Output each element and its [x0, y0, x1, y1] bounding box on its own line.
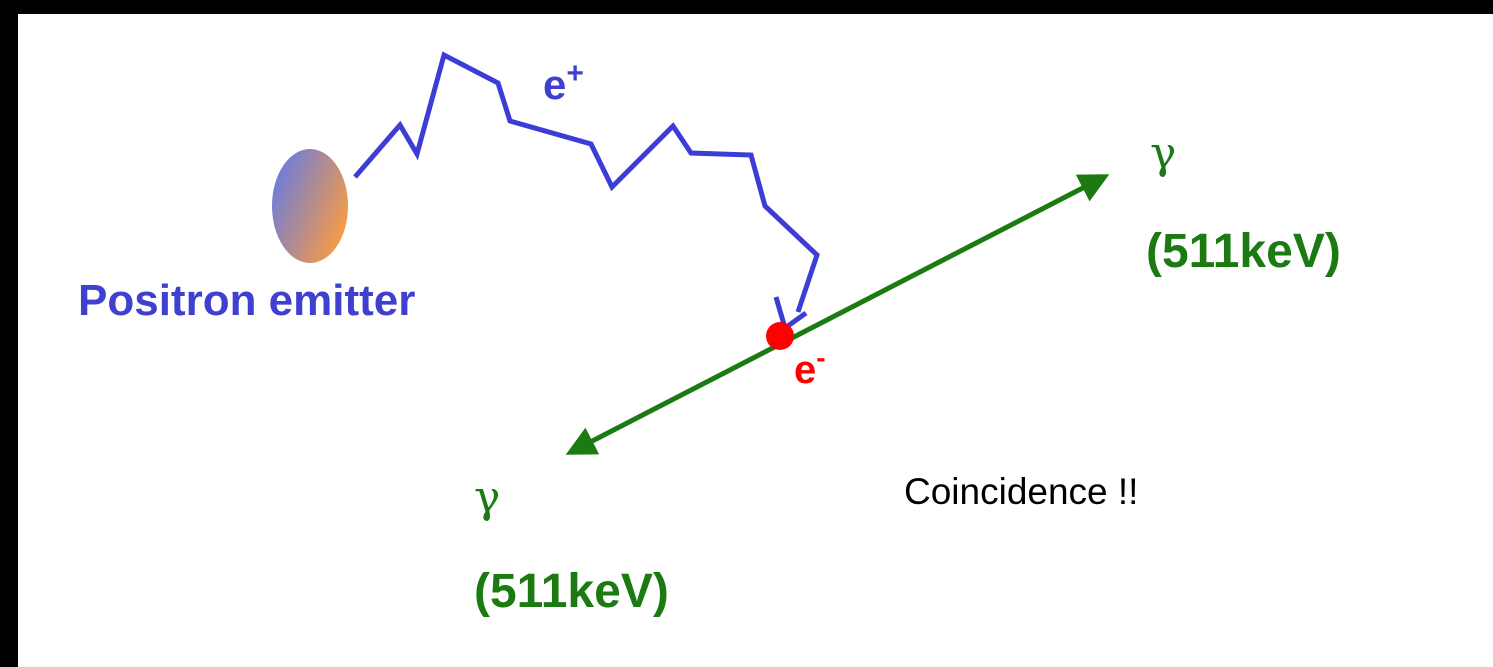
- electron-dot: [766, 322, 794, 350]
- positron-label: e+: [543, 64, 584, 106]
- coincidence-label: Coincidence !!: [904, 473, 1138, 510]
- gamma-symbol-left: γ: [474, 476, 500, 520]
- diagram-graphics: [18, 14, 1493, 667]
- gamma-line: [571, 177, 1104, 452]
- energy-label-left: (511keV): [474, 568, 669, 616]
- diagram-canvas: e+ Positron emitter e- γ (511keV) γ (511…: [18, 14, 1493, 667]
- energy-label-right: (511keV): [1146, 228, 1341, 276]
- emitter-label: Positron emitter: [78, 279, 415, 323]
- positron-path: [355, 55, 817, 312]
- electron-label: e-: [794, 350, 826, 390]
- positron-emitter-blob: [272, 149, 348, 263]
- gamma-symbol-right: γ: [1150, 132, 1176, 176]
